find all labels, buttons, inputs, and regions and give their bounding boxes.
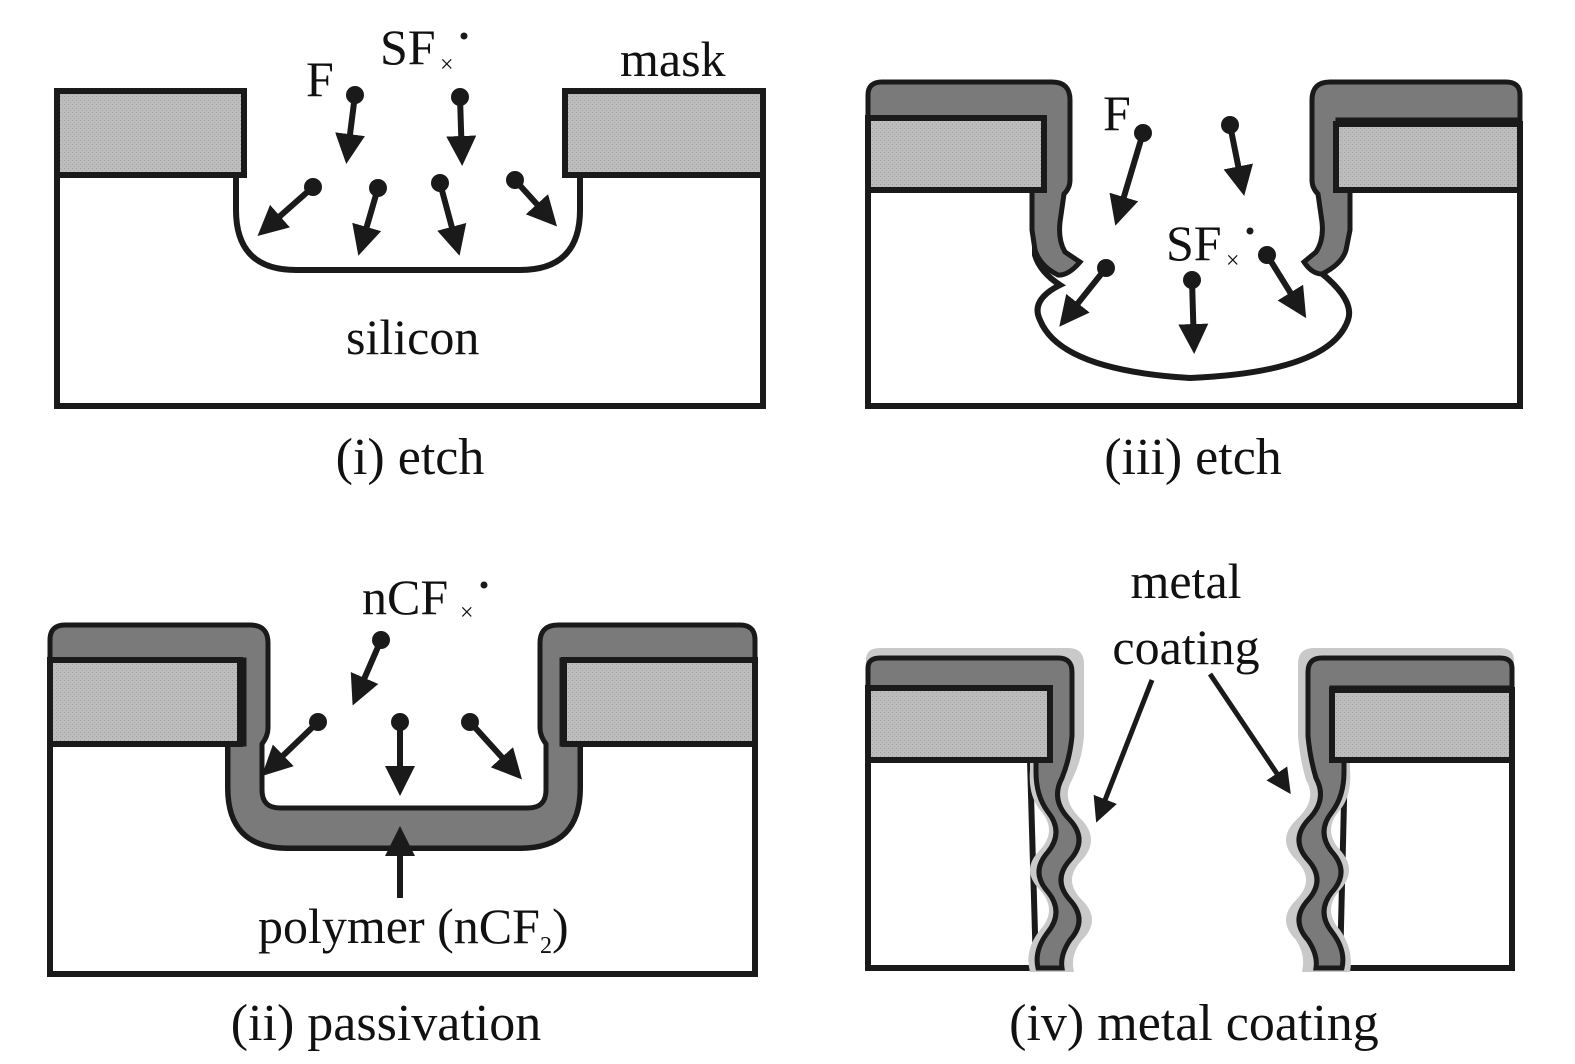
metal-pointer-left [1093, 679, 1155, 823]
mask-left [54, 88, 247, 178]
label-metal: metal [1130, 553, 1241, 609]
radical-arrow [446, 88, 477, 166]
polymer-layer [865, 79, 1084, 278]
mask-right [561, 657, 758, 747]
caption-iv: (iv) metal coating [1009, 995, 1379, 1052]
label-sfx: SF [380, 19, 436, 75]
label-silicon: silicon [346, 309, 479, 365]
metal-pointer-right [1207, 672, 1291, 795]
passivation-radicals [261, 631, 523, 796]
silicon-left [865, 757, 1040, 971]
polymer-layer [1300, 79, 1523, 277]
polymer-layer [47, 622, 758, 851]
radical-dot [480, 581, 488, 589]
label-sfx-subscript: × [1226, 248, 1240, 274]
polymer-layer-left [865, 655, 1082, 971]
panel-iv-metal-coating: metal coating (iv) metal coating [865, 553, 1515, 1052]
label-ncfx: nCF [362, 569, 448, 625]
radical-arrow [257, 178, 322, 236]
label-polymer: polymer (nCF2) [258, 898, 569, 959]
radical-arrow [352, 179, 387, 256]
radical-arrow [506, 171, 558, 227]
label-sfx: SF [1166, 215, 1222, 271]
label-sfx-subscript: × [440, 52, 454, 78]
silicon-substrate [54, 172, 766, 409]
radical-arrow [335, 86, 365, 164]
label-ncfx-subscript: × [460, 600, 474, 626]
radical-dot [460, 32, 468, 40]
polymer-layer-right [1296, 655, 1515, 971]
label-mask: mask [620, 31, 726, 87]
radical-arrow [461, 713, 523, 780]
mask-right [1333, 121, 1523, 193]
panel-iii-etch: F SF × (iii) etch [865, 79, 1523, 486]
silicon-right [1336, 757, 1515, 971]
radical-arrow [261, 713, 327, 777]
radical-dot [1246, 227, 1254, 235]
label-f: F [1103, 85, 1131, 141]
etch-radicals [257, 86, 558, 256]
caption-i: (i) etch [336, 429, 485, 486]
etch-radicals [1059, 116, 1307, 354]
radical-arrow [1059, 259, 1115, 327]
radical-arrow [1178, 271, 1209, 354]
label-f: F [306, 51, 334, 107]
radical-arrow [1258, 246, 1307, 319]
mask-left [865, 685, 1053, 763]
radical-arrow [350, 631, 390, 706]
mask-left [865, 115, 1047, 193]
caption-iii: (iii) etch [1104, 429, 1282, 486]
radical-arrow [1221, 116, 1254, 196]
radical-arrow [431, 174, 467, 256]
caption-ii: (ii) passivation [231, 995, 542, 1052]
panel-ii-passivation: nCF × polymer (nCF2) (ii) passivation [47, 569, 758, 1052]
label-coating: coating [1112, 619, 1259, 675]
radical-arrow [1109, 124, 1152, 226]
mask-right [562, 88, 766, 178]
radical-arrow [385, 713, 415, 796]
mask-left [47, 657, 243, 747]
mask-right [1329, 687, 1515, 763]
panel-i-etch: F SF × mask silicon (i) etch [54, 19, 766, 486]
